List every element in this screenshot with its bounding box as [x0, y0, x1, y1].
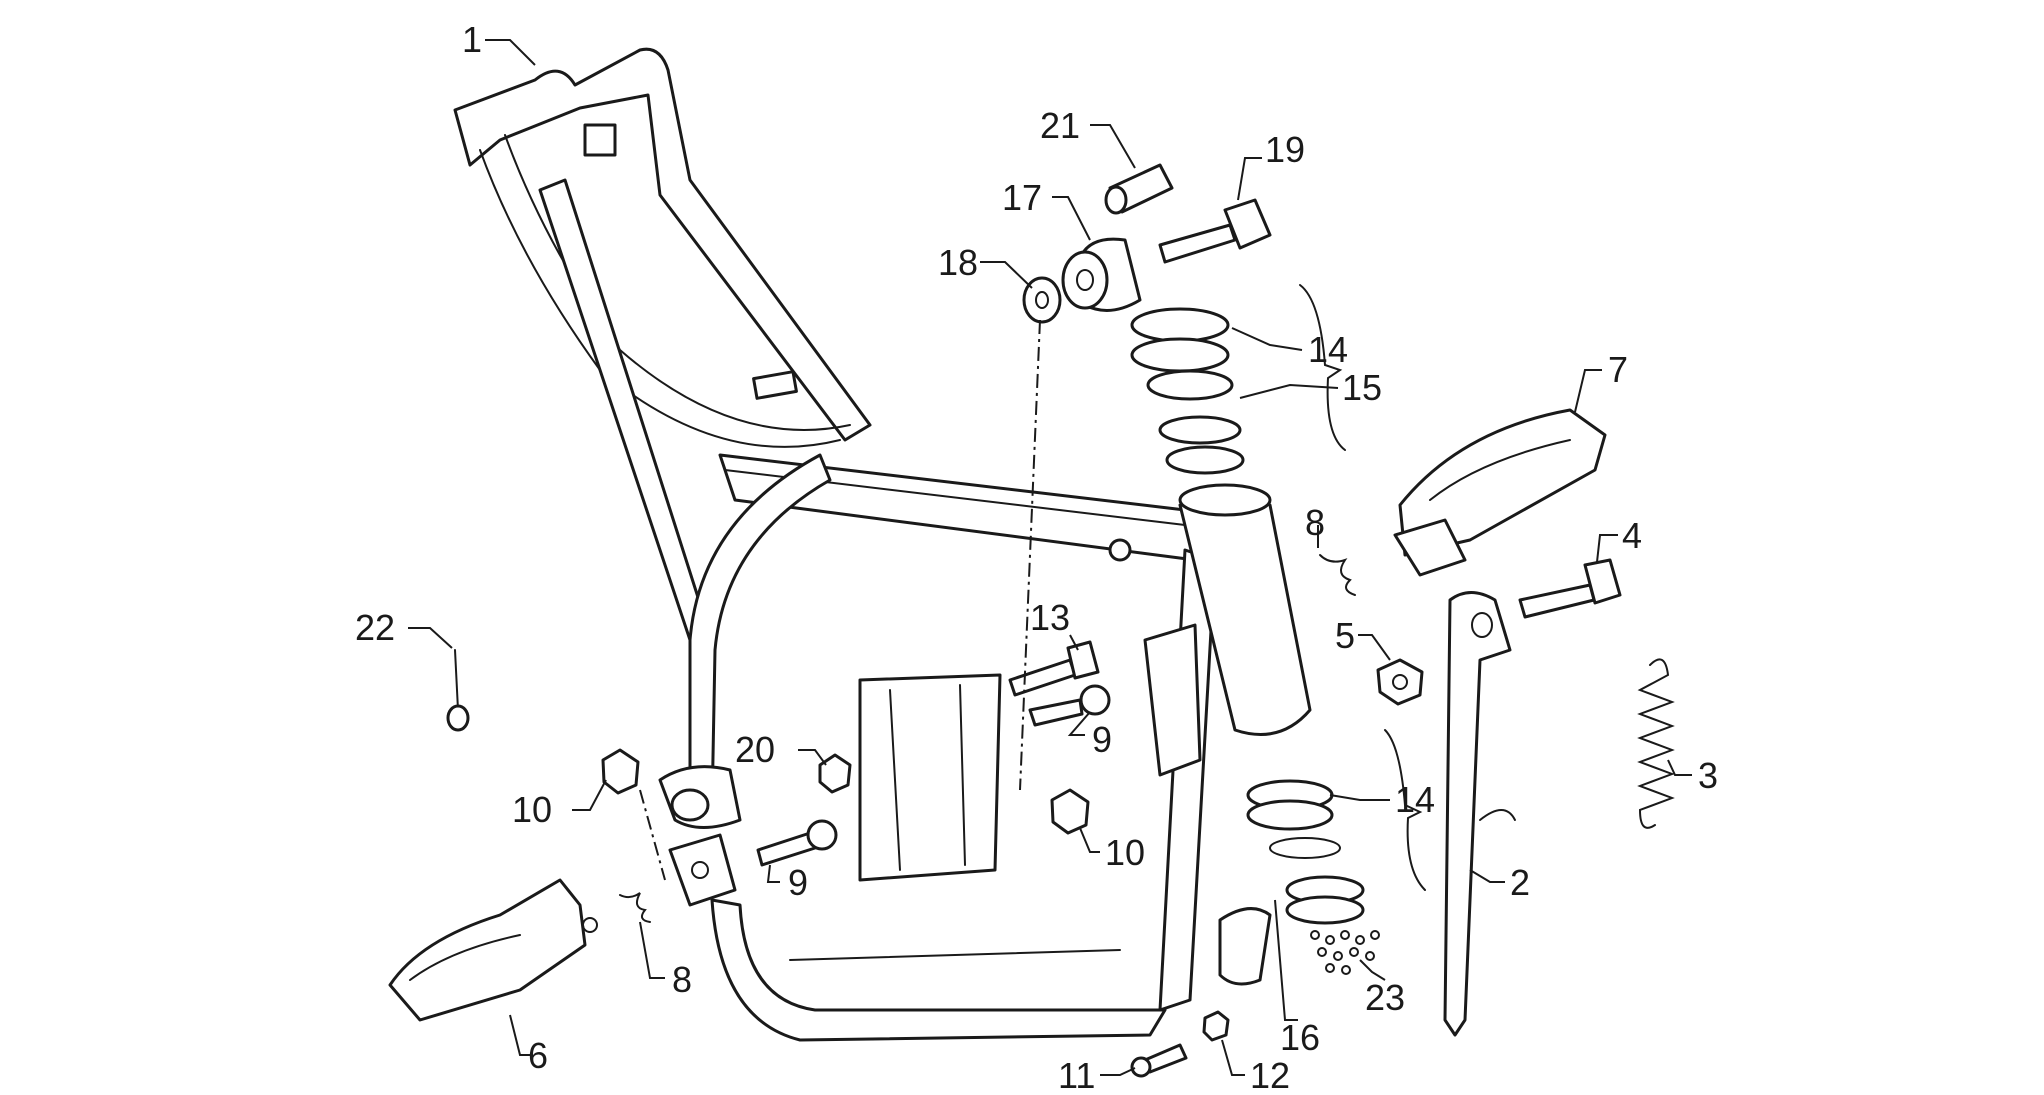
callout-14-lower: 14 — [1395, 779, 1435, 820]
callout-14-upper: 14 — [1308, 329, 1348, 370]
callout-9-lower: 9 — [788, 862, 808, 903]
callout-numbers: 1 21 19 17 18 14 15 7 8 4 5 13 22 9 3 20… — [355, 19, 1718, 1095]
callout-20: 20 — [735, 729, 775, 770]
callout-13: 13 — [1030, 597, 1070, 638]
callout-10-right: 10 — [1105, 832, 1145, 873]
steering-bearing-upper-14 — [1130, 307, 1245, 475]
callout-9-upper: 9 — [1092, 719, 1112, 760]
callout-23: 23 — [1365, 977, 1405, 1018]
bearing-balls-23 — [1310, 930, 1380, 975]
footpeg-mount-left — [668, 833, 737, 907]
callout-1: 1 — [462, 19, 482, 60]
nut-20 — [818, 753, 852, 794]
spring-3 — [1637, 658, 1675, 829]
nut-5 — [1376, 658, 1424, 706]
callout-21: 21 — [1040, 105, 1080, 146]
callout-15: 15 — [1342, 367, 1382, 408]
nut-12 — [1202, 1010, 1230, 1042]
callout-10-left: 10 — [512, 789, 552, 830]
spring-upper-8 — [1319, 554, 1356, 596]
callout-16: 16 — [1280, 1017, 1320, 1058]
callout-8-upper: 8 — [1305, 502, 1325, 543]
group-braces — [1299, 284, 1426, 891]
callout-2: 2 — [1510, 862, 1530, 903]
leader-lines — [408, 39, 1692, 1076]
callout-4: 4 — [1622, 515, 1642, 556]
center-lines — [639, 319, 1041, 881]
callout-17: 17 — [1002, 177, 1042, 218]
bolt-19 — [1158, 198, 1272, 264]
footpeg-left-6 — [388, 878, 598, 1022]
side-stand-2 — [1443, 591, 1516, 1037]
nut-10-left — [601, 748, 640, 795]
frame-part — [453, 47, 1312, 1042]
callout-12: 12 — [1250, 1055, 1290, 1095]
bolt-13 — [1008, 640, 1100, 697]
bolt-11 — [1130, 1043, 1188, 1078]
callout-5: 5 — [1335, 615, 1355, 656]
bushing-17 — [1061, 237, 1142, 312]
callout-18: 18 — [938, 242, 978, 283]
spacer-21 — [1104, 163, 1174, 215]
footpeg-right-7 — [1393, 408, 1607, 577]
steering-bearing-lower-14 — [1246, 779, 1365, 925]
bolt-9-lower — [756, 819, 838, 867]
pin-22 — [446, 649, 470, 732]
spring-lower-8 — [619, 892, 651, 923]
nut-10-right — [1050, 788, 1090, 835]
callout-22: 22 — [355, 607, 395, 648]
callout-11: 11 — [1058, 1055, 1095, 1095]
bolt-9-upper — [1028, 684, 1111, 727]
callout-6: 6 — [528, 1035, 548, 1076]
callout-8-lower: 8 — [672, 959, 692, 1000]
bolt-4 — [1518, 558, 1622, 619]
callout-3: 3 — [1698, 755, 1718, 796]
washer-18 — [1022, 276, 1062, 324]
callout-19: 19 — [1265, 129, 1305, 170]
callout-7: 7 — [1608, 349, 1628, 390]
